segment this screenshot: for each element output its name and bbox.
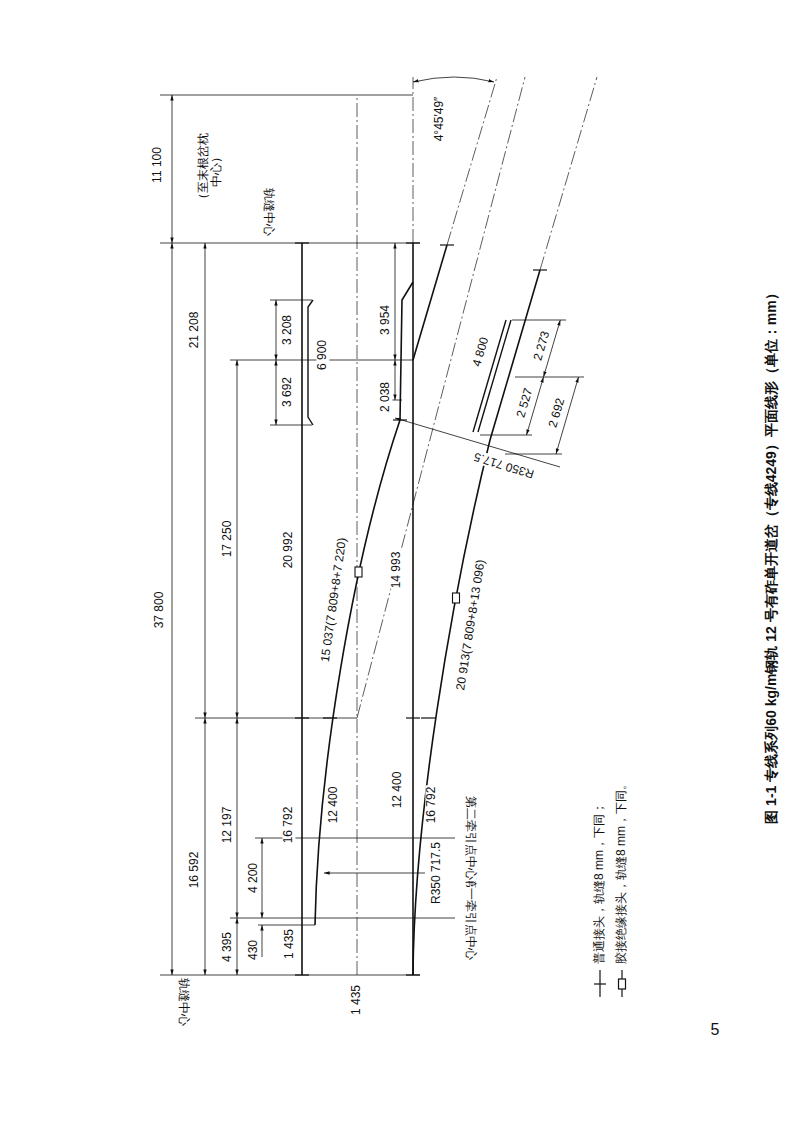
legend-symbol <box>619 979 626 989</box>
gauge-label: 1 435 <box>350 984 363 1016</box>
figure-caption: 图 1-1 专线系列60 kg/m钢轨 12 号有砟单开道岔（专线4249）平面… <box>764 285 779 825</box>
center-line <box>357 77 525 718</box>
rail-line <box>412 243 414 975</box>
rail-line <box>413 270 540 975</box>
reference-line <box>160 975 420 976</box>
dimension-label: 3 208 <box>281 314 294 346</box>
dimension-line <box>276 360 277 425</box>
rail-length-label: 12 400 <box>391 771 404 810</box>
dimension-label: 16 592 <box>188 851 201 890</box>
dimension-label: 3 692 <box>281 376 294 408</box>
dimension-line <box>172 95 173 243</box>
dimension-label: 11 100 <box>151 146 164 184</box>
rail-joint <box>406 717 420 718</box>
dimension-line <box>172 77 579 975</box>
dimension-line <box>262 838 263 918</box>
rail-length-label: 20 992 <box>282 531 295 570</box>
legend-symbol <box>594 970 626 997</box>
dimension-label: 2 273 <box>531 329 553 363</box>
rail-joint <box>421 717 435 718</box>
center-line <box>540 77 597 270</box>
rail-length-label: 16 792 <box>425 786 438 825</box>
guard-rail <box>308 300 313 425</box>
rail-joint <box>323 717 337 718</box>
center-line <box>447 77 497 245</box>
dimension-line <box>395 243 396 360</box>
dimension-label: 6 900 <box>316 339 329 371</box>
rail-joint <box>406 242 420 243</box>
dimension-line <box>237 360 238 718</box>
dimension-label: 17 250 <box>221 520 234 559</box>
reference-line <box>230 918 455 919</box>
dimension-line <box>413 77 494 82</box>
rail-length-label: 12 400 <box>327 786 340 825</box>
dimension-line <box>172 243 173 975</box>
rail-joint <box>406 974 420 975</box>
reference-line <box>160 95 413 96</box>
rail-joint <box>295 974 309 975</box>
reference-line <box>515 377 584 378</box>
center-line <box>413 77 414 243</box>
dimension-line <box>276 300 277 360</box>
dimension-label: 37 800 <box>153 591 166 630</box>
dimension-line <box>237 918 238 975</box>
dimension-label: 2 038 <box>379 381 392 413</box>
guard-rail <box>308 300 511 432</box>
reference-line <box>505 454 562 455</box>
dimension-label: 430 <box>247 939 260 961</box>
reference-line <box>512 320 566 321</box>
reference-line <box>160 243 420 244</box>
reference-label: 轨缝中心 <box>261 187 274 237</box>
rail-joint <box>393 419 407 420</box>
insulated-joint <box>355 567 362 577</box>
dimension-label: 4 800 <box>470 335 492 369</box>
rail-joint <box>295 243 547 975</box>
dimension-line <box>395 360 396 400</box>
leader-line <box>262 925 263 957</box>
reference-line <box>258 925 315 926</box>
insulated-joint <box>453 593 460 603</box>
dimension-line <box>237 718 238 918</box>
rail-joint <box>533 269 547 270</box>
dimension-label: 12 197 <box>221 806 234 845</box>
gauge-label: 1 435 <box>283 928 296 960</box>
rail-line <box>413 245 447 360</box>
rail-line <box>302 243 540 975</box>
reference-label: 轨缝中心 <box>176 977 189 1027</box>
reference-label: 第二牵引点中心 <box>463 795 476 881</box>
dimension-label: 3 954 <box>379 304 392 336</box>
rail-length-label: 16 792 <box>282 806 295 845</box>
insulated-joint <box>355 567 460 603</box>
rail-length-label: 14 993 <box>390 551 403 590</box>
reference-label: 第一牵引点中心 <box>463 875 476 961</box>
radius-label: R350 717.5 <box>430 841 443 905</box>
rail-joint <box>440 244 454 245</box>
reference-line <box>480 435 532 436</box>
legend-text: 胶接绝缘接头，轨缝8 mm，下同。 <box>615 777 628 965</box>
dimension-label: 4 200 <box>247 862 260 894</box>
rail-line <box>315 282 413 925</box>
dimension-line <box>205 718 206 975</box>
angle-label: 4°45′49″ <box>433 96 446 143</box>
rail-joint <box>295 717 309 718</box>
reference-line <box>160 95 584 975</box>
leader-line <box>262 418 560 957</box>
note-text: （至末根岔枕中心） <box>197 129 223 209</box>
rail-joint <box>295 242 309 243</box>
center-line <box>357 77 597 975</box>
dimension-line <box>205 243 206 718</box>
rail-line <box>301 243 303 975</box>
page-number: 5 <box>710 1021 721 1039</box>
dimension-label: 4 395 <box>221 931 234 963</box>
center-line <box>357 95 358 975</box>
leader-line <box>324 873 425 874</box>
legend-symbol <box>594 983 606 984</box>
dimension-label: 21 208 <box>188 311 201 350</box>
legend-text: 普通接头，轨缝8 mm，下同； <box>593 801 606 965</box>
reference-line <box>195 718 357 719</box>
